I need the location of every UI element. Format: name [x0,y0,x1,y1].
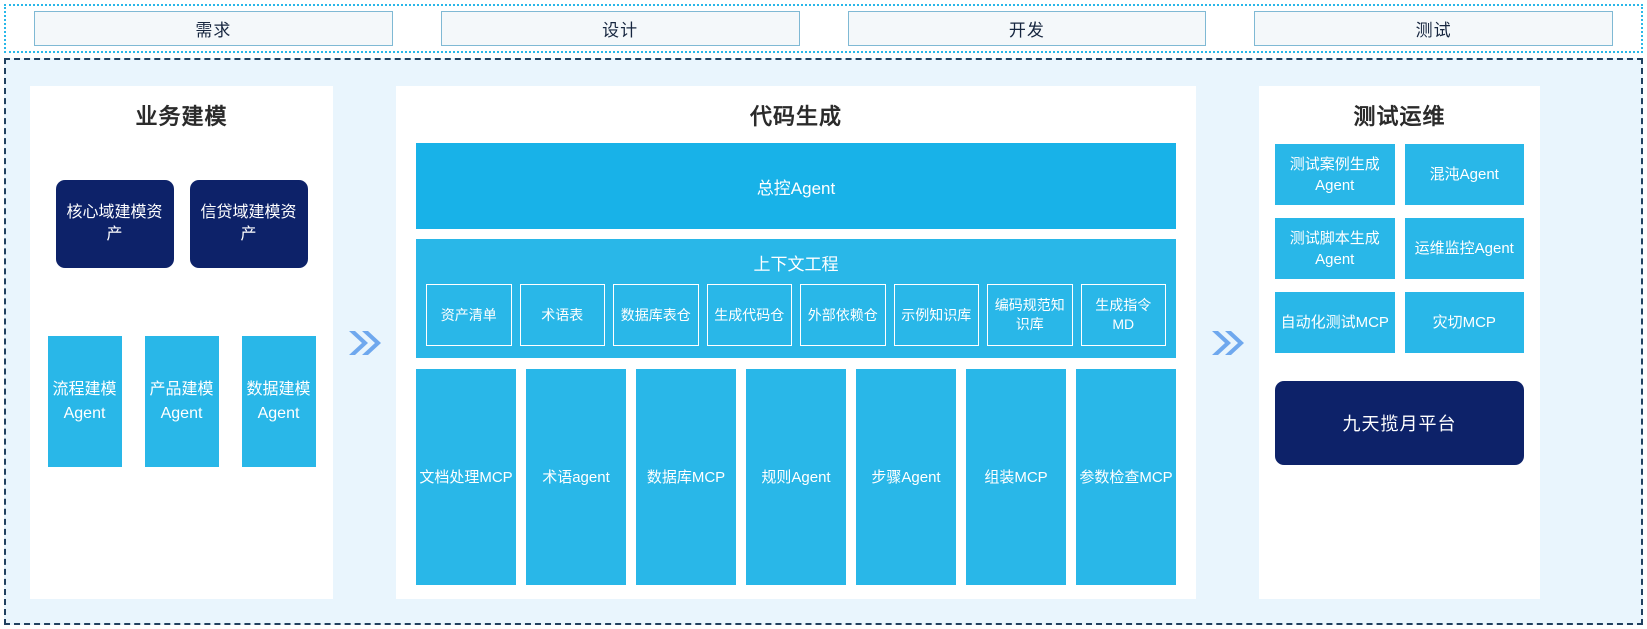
test-ops-card-grid: 测试案例生成Agent 混沌Agent 测试脚本生成Agent 运维监控Agen… [1275,144,1524,353]
phase-chip-requirements[interactable]: 需求 [34,11,393,46]
main-region: 业务建模 核心域建模资产 信贷域建模资产 流程建模Agent 产品建模Agent… [4,58,1643,625]
tool-card-row: 文档处理MCP 术语agent 数据库MCP 规则Agent 步骤Agent 组… [416,369,1176,585]
asset-card-credit-domain[interactable]: 信贷域建模资产 [189,180,308,268]
ops-card-ops-monitoring-agent[interactable]: 运维监控Agent [1404,218,1524,279]
tool-card-assembly-mcp[interactable]: 组装MCP [966,369,1066,585]
master-agent-box[interactable]: 总控Agent [416,143,1176,229]
tool-card-parameter-check-mcp[interactable]: 参数检查MCP [1076,369,1176,585]
double-chevron-right-icon [348,330,381,355]
phase-chip-design[interactable]: 设计 [440,11,800,46]
context-item-coding-standard-knowledge-base[interactable]: 编码规范知识库 [987,284,1073,346]
code-generation-body: 总控Agent 上下文工程 资产清单 术语表 数据库表仓 生成代码仓 外部依赖仓… [396,131,1196,599]
phase-bar: 需求 设计 开发 测试 [4,4,1643,53]
tool-card-rule-agent[interactable]: 规则Agent [746,369,846,585]
asset-card-row: 核心域建模资产 信贷域建模资产 [55,180,308,268]
flow-arrow-left [333,86,396,599]
business-modeling-body: 核心域建模资产 信贷域建模资产 流程建模Agent 产品建模Agent 数据建模… [30,131,333,599]
asset-card-core-domain[interactable]: 核心域建模资产 [55,180,174,268]
context-item-glossary[interactable]: 术语表 [519,284,605,346]
modeling-agent-row: 流程建模Agent 产品建模Agent 数据建模Agent [47,336,316,467]
tool-card-database-mcp[interactable]: 数据库MCP [636,369,736,585]
ops-card-test-case-generation-agent[interactable]: 测试案例生成Agent [1275,144,1395,205]
context-engineering-title: 上下文工程 [753,255,839,274]
panel-title-test-ops: 测试运维 [1353,104,1446,129]
phase-chip-development[interactable]: 开发 [847,11,1207,46]
panel-title-code-generation: 代码生成 [749,104,842,129]
context-item-external-dependency-repo[interactable]: 外部依赖仓 [800,284,886,346]
panel-test-ops: 测试运维 测试案例生成Agent 混沌Agent 测试脚本生成Agent 运维监… [1259,86,1540,599]
flow-arrow-right [1196,86,1259,599]
tool-card-step-agent[interactable]: 步骤Agent [856,369,956,585]
platform-card-jiutian-lanyue[interactable]: 九天揽月平台 [1275,381,1524,465]
context-engineering-items: 资产清单 术语表 数据库表仓 生成代码仓 外部依赖仓 示例知识库 编码规范知识库… [426,284,1166,346]
context-engineering-block: 上下文工程 资产清单 术语表 数据库表仓 生成代码仓 外部依赖仓 示例知识库 编… [416,239,1176,358]
context-item-generation-instruction-md[interactable]: 生成指令MD [1080,284,1166,346]
panel-code-generation: 代码生成 总控Agent 上下文工程 资产清单 术语表 数据库表仓 生成代码仓 … [396,86,1196,599]
context-item-generated-code-repo[interactable]: 生成代码仓 [706,284,792,346]
test-ops-body: 测试案例生成Agent 混沌Agent 测试脚本生成Agent 运维监控Agen… [1259,131,1540,599]
context-item-db-table-repo[interactable]: 数据库表仓 [613,284,699,346]
modeling-agent-data[interactable]: 数据建模Agent [241,336,316,467]
panel-title-business-modeling: 业务建模 [135,104,228,129]
modeling-agent-process[interactable]: 流程建模Agent [47,336,122,467]
ops-card-disaster-recovery-mcp[interactable]: 灾切MCP [1404,292,1524,353]
ops-card-automated-test-mcp[interactable]: 自动化测试MCP [1275,292,1395,353]
tool-card-document-processing-mcp[interactable]: 文档处理MCP [416,369,516,585]
context-item-asset-list[interactable]: 资产清单 [426,284,512,346]
phase-chip-testing[interactable]: 测试 [1254,11,1613,46]
tool-card-glossary-agent[interactable]: 术语agent [526,369,626,585]
modeling-agent-product[interactable]: 产品建模Agent [144,336,219,467]
double-chevron-right-icon [1211,330,1244,355]
context-item-example-knowledge-base[interactable]: 示例知识库 [893,284,979,346]
ops-card-test-script-generation-agent[interactable]: 测试脚本生成Agent [1275,218,1395,279]
panel-business-modeling: 业务建模 核心域建模资产 信贷域建模资产 流程建模Agent 产品建模Agent… [30,86,333,599]
ops-card-chaos-agent[interactable]: 混沌Agent [1404,144,1524,205]
